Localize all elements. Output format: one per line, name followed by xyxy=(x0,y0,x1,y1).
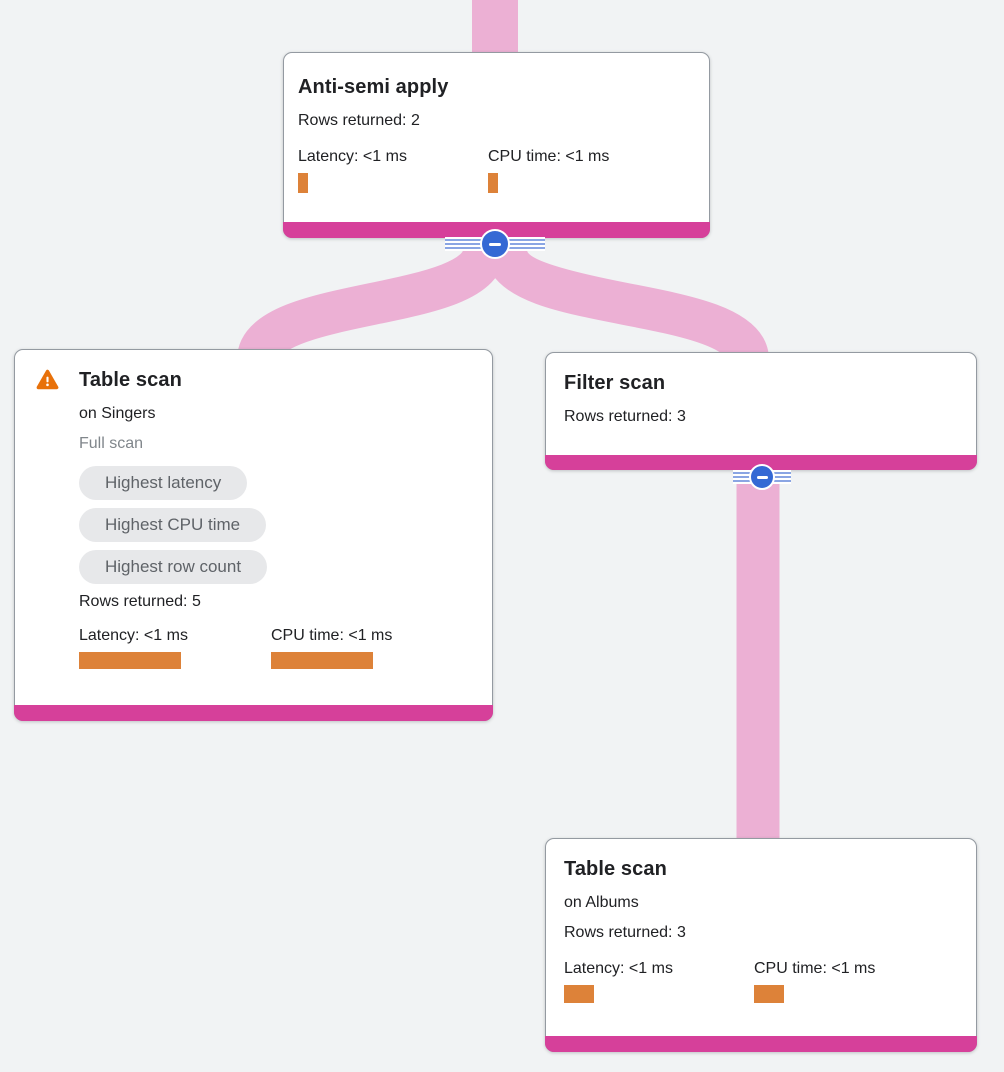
collapse-widget-filter-scan xyxy=(733,464,791,491)
latency-bar xyxy=(564,985,594,1003)
plan-node-table-scan-singers[interactable]: Table scan on Singers Full scan Highest … xyxy=(14,349,493,721)
cpu-time-bar xyxy=(271,652,373,669)
node-subtitle: on Singers xyxy=(79,405,156,422)
node-title: Table scan xyxy=(564,858,667,880)
link-anti-semi-to-table-scan-singers xyxy=(237,246,505,364)
latency-metric: Latency: <1 ms xyxy=(564,959,754,1003)
badge-highest-latency: Highest latency xyxy=(79,466,248,500)
node-title: Table scan xyxy=(79,369,182,391)
latency-metric: Latency: <1 ms xyxy=(79,626,271,669)
latency-metric: Latency: <1 ms xyxy=(298,147,488,193)
node-title: Anti-semi apply xyxy=(298,76,449,98)
collapse-button[interactable] xyxy=(480,229,510,259)
warning-triangle-icon xyxy=(36,369,59,390)
cpu-time-metric: CPU time: <1 ms xyxy=(754,959,875,1003)
plan-node-anti-semi-apply[interactable]: Anti-semi apply Rows returned: 2 Latency… xyxy=(283,52,710,238)
node-subtitle: on Albums xyxy=(564,894,639,911)
cpu-time-label: CPU time: <1 ms xyxy=(271,627,393,644)
badge-highest-cpu-time: Highest CPU time xyxy=(79,508,267,542)
rows-returned-text: Rows returned: 2 xyxy=(298,112,420,129)
latency-bar xyxy=(79,652,181,669)
badge-highest-row-count: Highest row count xyxy=(79,550,268,584)
link-anti-semi-to-filter-scan xyxy=(485,245,769,364)
minus-icon xyxy=(756,475,768,479)
collapse-widget-anti-semi-apply xyxy=(445,229,545,259)
cpu-time-label: CPU time: <1 ms xyxy=(754,960,876,977)
scan-type-text: Full scan xyxy=(79,435,144,452)
plan-node-table-scan-albums[interactable]: Table scan on Albums Rows returned: 3 La… xyxy=(545,838,977,1052)
minus-icon xyxy=(489,242,501,246)
cpu-time-metric: CPU time: <1 ms xyxy=(271,626,392,669)
node-accent-bar xyxy=(545,1036,977,1052)
latency-label: Latency: <1 ms xyxy=(79,627,188,644)
latency-bar xyxy=(298,173,308,193)
cpu-time-bar xyxy=(488,173,498,193)
rows-returned-text: Rows returned: 3 xyxy=(564,924,686,941)
node-accent-bar xyxy=(545,455,977,470)
node-accent-bar xyxy=(14,705,493,721)
cpu-time-label: CPU time: <1 ms xyxy=(488,148,610,165)
plan-node-filter-scan[interactable]: Filter scan Rows returned: 3 xyxy=(545,352,977,470)
latency-label: Latency: <1 ms xyxy=(298,148,407,165)
latency-label: Latency: <1 ms xyxy=(564,960,673,977)
badge-list: Highest latency Highest CPU time Highest… xyxy=(79,466,476,584)
node-title: Filter scan xyxy=(564,372,666,394)
cpu-time-bar xyxy=(754,985,784,1003)
cpu-time-metric: CPU time: <1 ms xyxy=(488,147,609,193)
collapse-button[interactable] xyxy=(749,464,775,490)
rows-returned-text: Rows returned: 3 xyxy=(564,408,686,425)
rows-returned-text: Rows returned: 5 xyxy=(79,593,201,610)
